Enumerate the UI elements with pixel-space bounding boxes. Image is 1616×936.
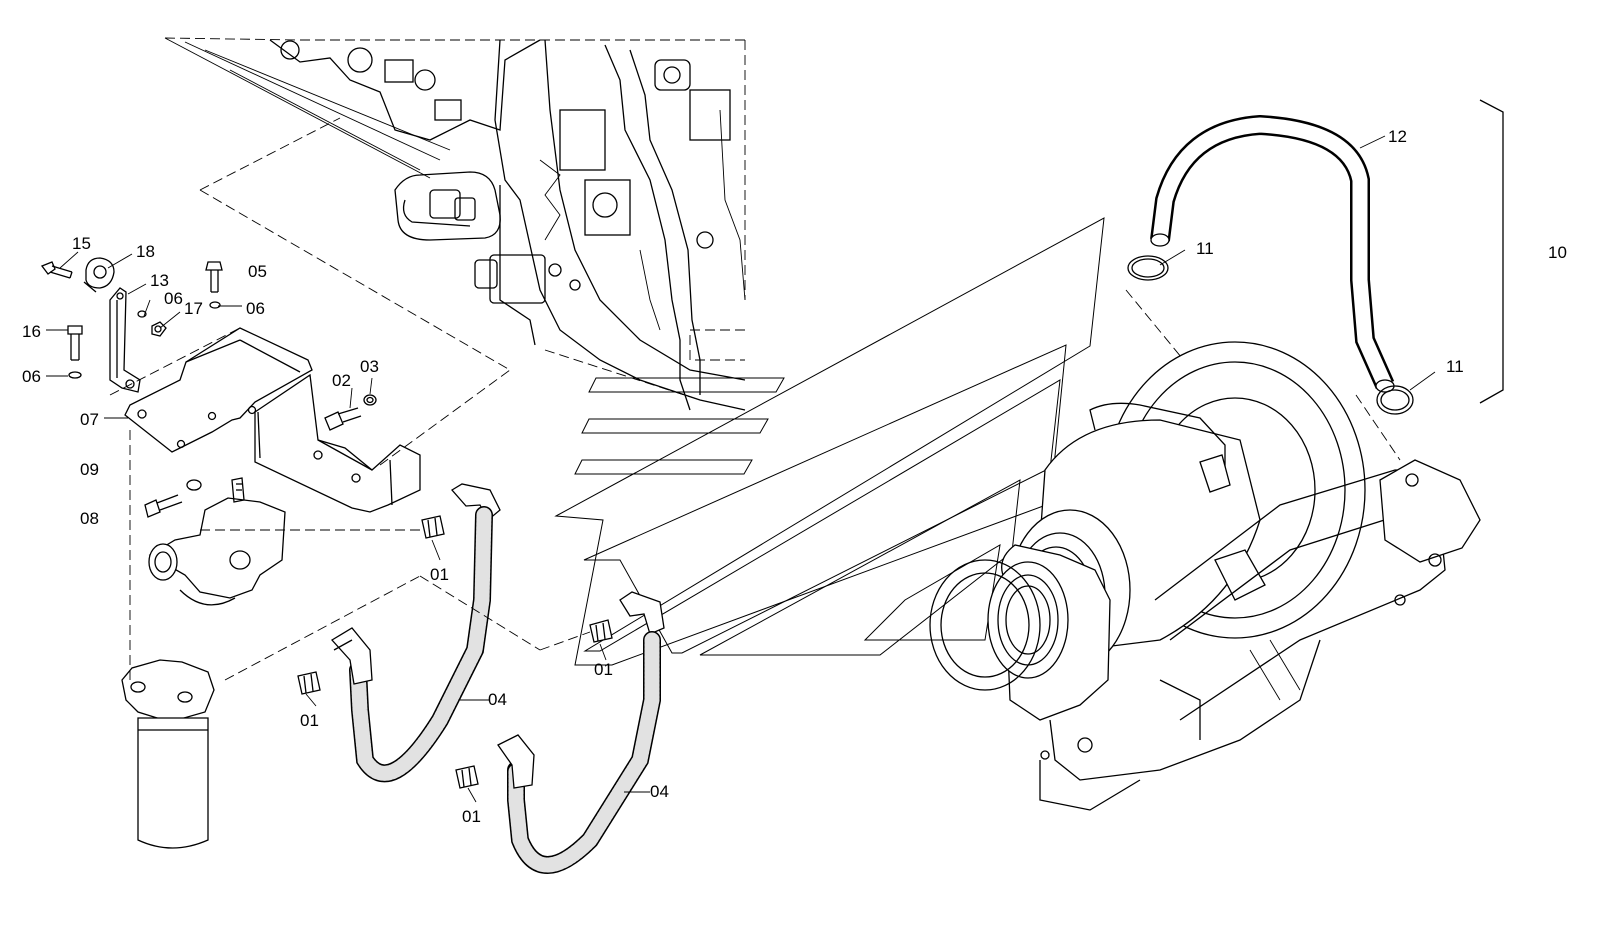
washer-06-b bbox=[209, 301, 221, 309]
hose-clamp-11-a bbox=[1127, 255, 1169, 281]
callout-13: 13 bbox=[150, 271, 169, 290]
callout-03: 03 bbox=[360, 357, 379, 376]
callout-11-a: 11 bbox=[1196, 239, 1214, 258]
filter-head bbox=[148, 477, 286, 606]
kit-bracket-10 bbox=[1479, 99, 1504, 404]
turbocharger bbox=[929, 341, 1481, 811]
callout-06-a: 06 bbox=[164, 289, 183, 308]
bolt-16 bbox=[67, 325, 83, 361]
guard-bracket bbox=[254, 373, 421, 513]
adapter-01-b bbox=[297, 671, 321, 695]
washer-03 bbox=[363, 394, 377, 406]
bolt-02 bbox=[324, 407, 362, 431]
callout-05: 05 bbox=[248, 262, 267, 281]
hose-04-b bbox=[497, 591, 665, 874]
bolt-08 bbox=[144, 494, 183, 518]
callout-17: 17 bbox=[184, 299, 203, 318]
callout-12: 12 bbox=[1388, 127, 1407, 146]
adapter-01-d bbox=[455, 765, 479, 789]
callout-01-a: 01 bbox=[430, 565, 449, 584]
callout-01-b: 01 bbox=[300, 711, 319, 730]
bolt-05 bbox=[205, 261, 223, 293]
callout-04-a: 04 bbox=[488, 690, 507, 709]
hose-clamp-11-b bbox=[1376, 385, 1414, 415]
callout-06-c: 06 bbox=[22, 367, 41, 386]
bracket-plate-07 bbox=[124, 327, 313, 453]
callout-07: 07 bbox=[80, 410, 99, 429]
hose-04-a bbox=[330, 483, 501, 783]
leader-lines bbox=[46, 135, 1436, 803]
callout-11-b: 11 bbox=[1446, 357, 1464, 376]
clamp-18 bbox=[83, 257, 115, 293]
callout-18: 18 bbox=[136, 242, 155, 261]
callout-02: 02 bbox=[332, 371, 351, 390]
bracket-13 bbox=[109, 287, 141, 393]
nut-17 bbox=[151, 321, 167, 337]
callout-01-c: 01 bbox=[594, 660, 613, 679]
callout-04-b: 04 bbox=[650, 782, 669, 801]
bolt-15 bbox=[40, 261, 73, 279]
washer-09 bbox=[186, 479, 202, 491]
callout-01-d: 01 bbox=[462, 807, 481, 826]
engine-block bbox=[164, 37, 746, 411]
callout-15: 15 bbox=[72, 234, 91, 253]
adapter-01-a bbox=[421, 515, 445, 539]
callout-09: 09 bbox=[80, 460, 99, 479]
callout-08: 08 bbox=[80, 509, 99, 528]
callout-16: 16 bbox=[22, 322, 41, 341]
oil-filter bbox=[121, 659, 215, 849]
washer-06-c bbox=[68, 371, 82, 379]
washer-06-a bbox=[137, 310, 147, 318]
adapter-01-c bbox=[589, 619, 613, 643]
callout-06-b: 06 bbox=[246, 299, 265, 318]
callout-10: 10 bbox=[1548, 243, 1567, 262]
